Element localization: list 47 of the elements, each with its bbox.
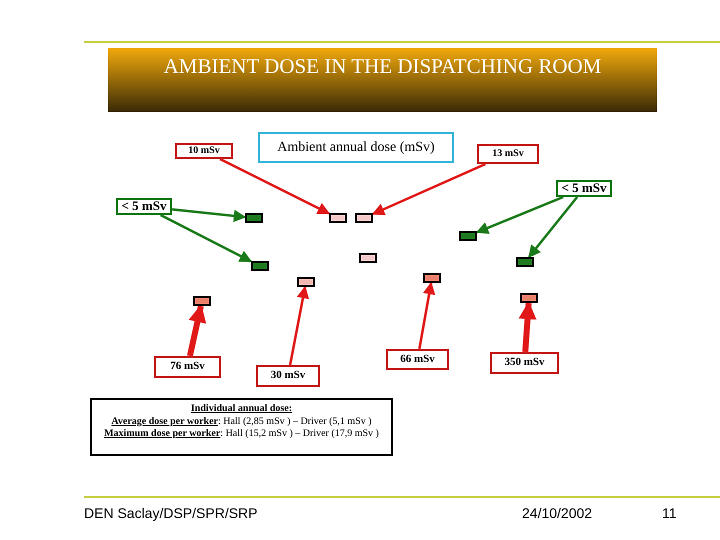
arrow [186, 304, 206, 357]
arrow [418, 282, 436, 350]
slide-title: AMBIENT DOSE IN THE DISPATCHING ROOM [162, 54, 602, 79]
dose-value: 13 mSv [492, 148, 524, 160]
dose-value: Ambient annual dose (mSv) [277, 138, 435, 156]
arrow [172, 208, 246, 222]
arrow [518, 301, 537, 352]
marker-tag [193, 296, 211, 306]
dose-value: < 5 mSv [122, 198, 166, 215]
marker-tag [423, 273, 441, 283]
arrow [160, 214, 252, 262]
arrow [476, 196, 564, 234]
info-heading: Individual annual dose: [190, 403, 292, 416]
dose-label-box [116, 198, 172, 215]
footer-text: DEN Saclay/DSP/SPR/SRP [84, 505, 258, 521]
dose-label-box [477, 144, 539, 164]
footer-text: 11 [662, 505, 677, 521]
marker-tag [459, 231, 477, 241]
info-line: Maximum dose per worker: Hall (15,2 mSv ) – Driver (17,9 mSv ) [104, 428, 379, 440]
marker-tag [516, 257, 534, 267]
marker-tag [245, 213, 263, 223]
dose-value: 66 mSv [400, 352, 435, 366]
arrow [528, 196, 578, 258]
arrow [288, 286, 310, 366]
marker-tag [297, 277, 315, 287]
arrow [219, 158, 330, 215]
marker-tag [251, 261, 269, 271]
arrow [372, 162, 486, 216]
dose-value: 10 mSv [188, 144, 220, 158]
dose-value: 350 mSv [504, 356, 545, 370]
info-line: Average dose per worker: Hall (2,85 mSv ) – Driver (5,1 mSv ) [111, 416, 372, 428]
marker-tag [520, 293, 538, 303]
marker-tag [329, 213, 347, 223]
info-box [90, 398, 393, 456]
marker-tag [355, 213, 373, 223]
dose-label-box [556, 180, 612, 197]
dose-value: 76 mSv [170, 360, 205, 374]
dose-label-box [256, 365, 320, 387]
dose-value: 30 mSv [270, 369, 306, 383]
dose-label-box [175, 143, 233, 159]
footer-text: 24/10/2002 [522, 505, 592, 521]
marker-tag [359, 253, 377, 263]
dose-value: < 5 mSv [562, 180, 606, 197]
dose-label-box [154, 356, 221, 378]
dose-label-box [386, 349, 449, 370]
dose-label-box [490, 352, 559, 374]
dose-label-box [258, 132, 454, 163]
